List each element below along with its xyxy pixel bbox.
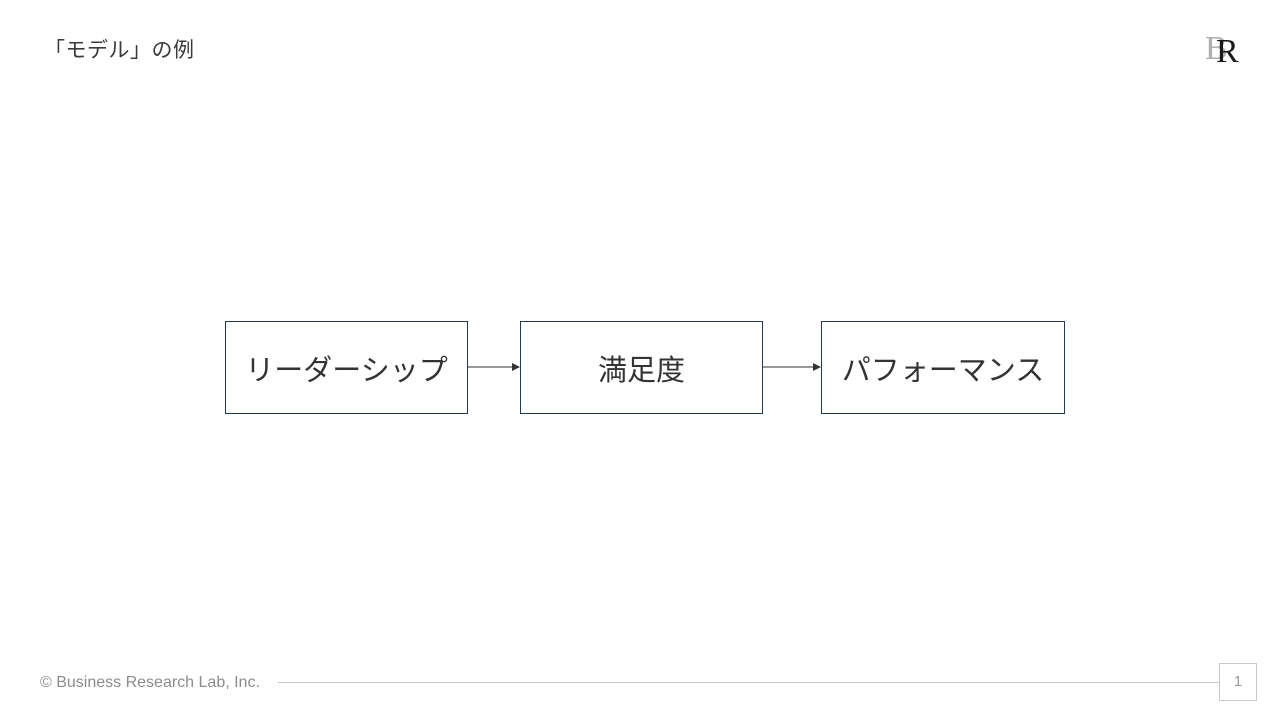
footer-divider [278, 682, 1220, 683]
node-label: パフォーマンス [841, 352, 1045, 387]
node-performance: パフォーマンス [821, 321, 1065, 414]
page-number: 1 [1219, 663, 1257, 701]
node-leadership: リーダーシップ [225, 321, 468, 414]
node-label: リーダーシップ [245, 352, 448, 387]
node-satisfaction: 満足度 [520, 321, 763, 414]
svg-text:R: R [1216, 33, 1239, 68]
slide-title: 「モデル」の例 [44, 38, 195, 62]
footer-copyright: © Business Research Lab, Inc. [40, 674, 260, 691]
svg-text:B: B [1205, 30, 1228, 67]
node-label: 満足度 [597, 352, 685, 387]
br-monogram-logo: B R [1205, 30, 1239, 68]
